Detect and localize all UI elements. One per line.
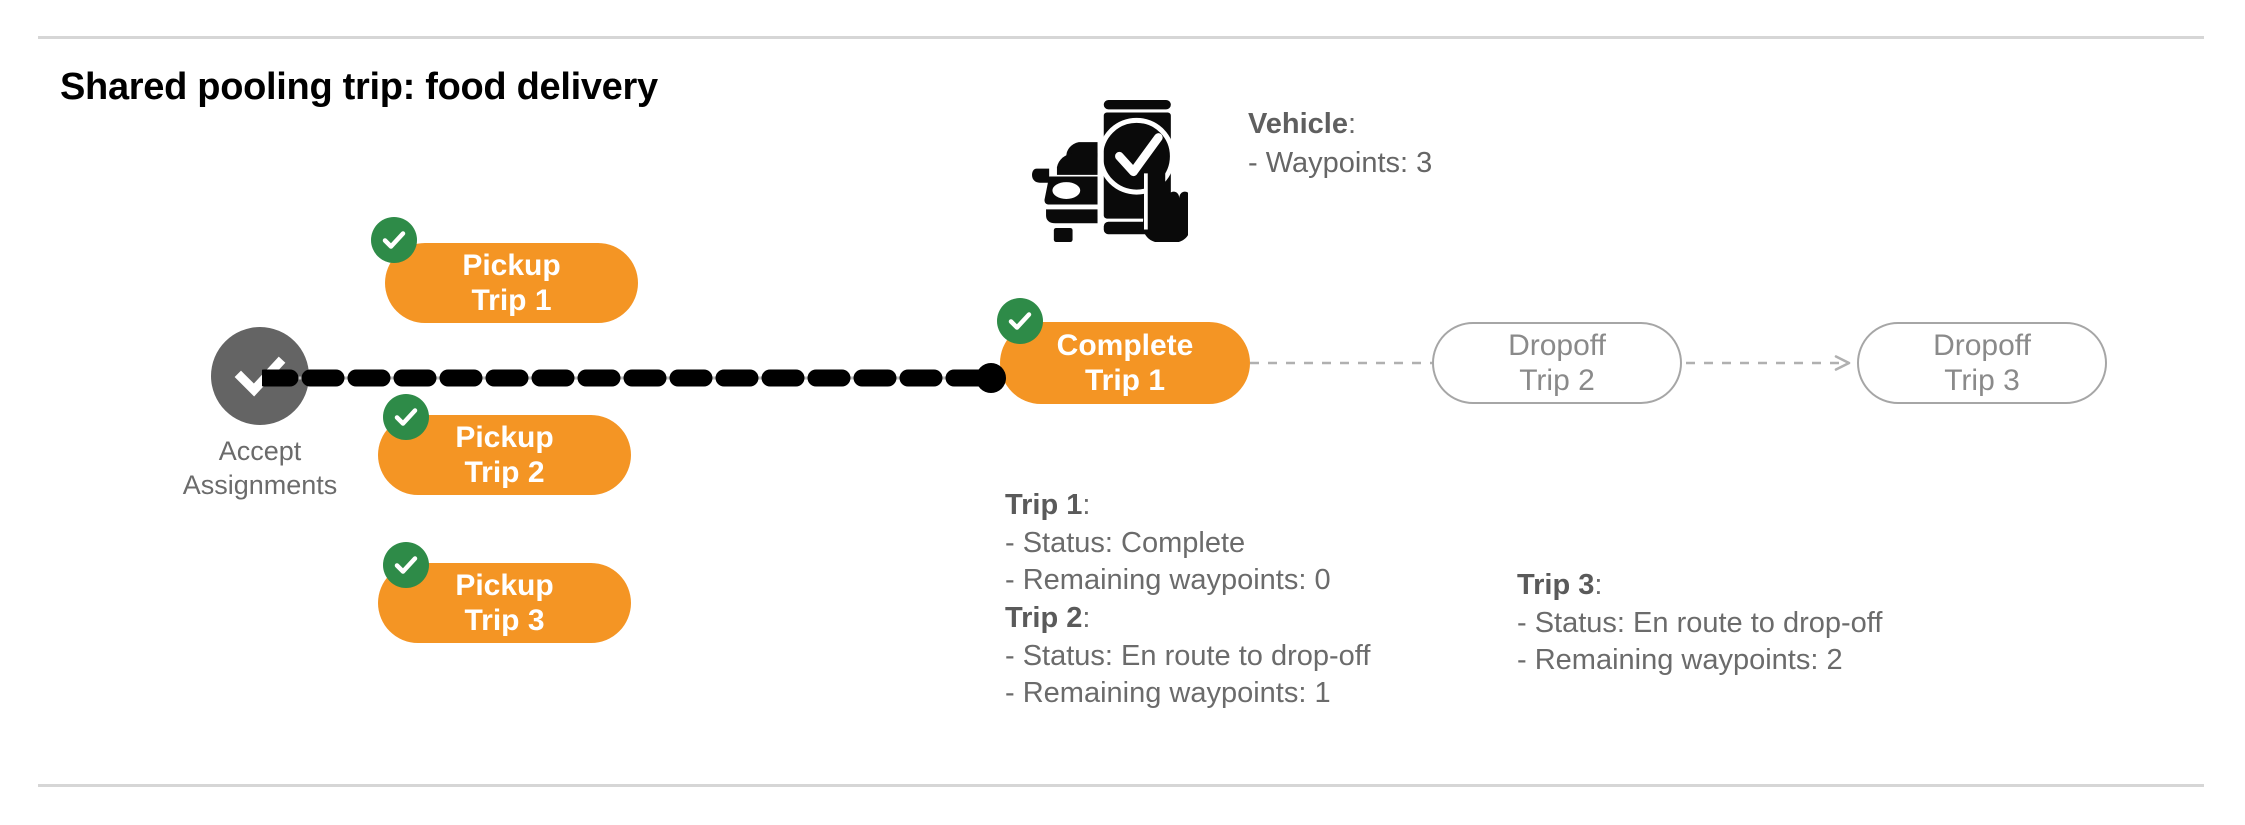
dropoff-trip-3-node[interactable]: Dropoff Trip 3 [1857, 322, 2107, 404]
dashed-trunk-connector [255, 366, 1009, 390]
dropoff-trip-3-line2: Trip 3 [1944, 364, 2020, 397]
pickup-trip-2-line1: Pickup [455, 420, 554, 454]
connector-complete1-to-dropoff2 [1250, 356, 1435, 370]
pickup-trip-3-node[interactable]: Pickup Trip 3 [378, 563, 631, 643]
page-title: Shared pooling trip: food delivery [60, 66, 658, 108]
pickup-trip-3-check-badge-icon [383, 542, 429, 588]
trip-3-heading-row: Trip 3: [1517, 567, 1882, 605]
vehicle-info-block: Vehicle: - Waypoints: 3 [1248, 105, 1432, 183]
pickup-trip-3-line2: Trip 3 [464, 604, 545, 637]
trip-details-right-block: Trip 3: - Status: En route to drop-off -… [1517, 567, 1882, 680]
trip-2-status-line: - Status: En route to drop-off [1005, 639, 1371, 672]
vehicle-heading-row: Vehicle: [1248, 105, 1432, 144]
complete-trip-1-check-badge-icon [997, 298, 1043, 344]
pickup-trip-1-check-badge-icon [371, 217, 417, 263]
dropoff-trip-3-line1: Dropoff [1933, 328, 2031, 362]
trip-1-heading: Trip 1 [1005, 489, 1083, 521]
trip-3-waypoints-line: - Remaining waypoints: 2 [1517, 644, 1843, 677]
trip-1-waypoints-line: - Remaining waypoints: 0 [1005, 564, 1331, 597]
trip-1-heading-row: Trip 1: [1005, 487, 1370, 525]
pickup-trip-3-line1: Pickup [455, 568, 554, 602]
vehicle-waypoints-line: - Waypoints: 3 [1248, 147, 1433, 180]
trip-details-left-block: Trip 1: - Status: Complete - Remaining w… [1005, 487, 1370, 713]
complete-trip-1-line1: Complete [1056, 328, 1194, 362]
pickup-trip-1-node[interactable]: Pickup Trip 1 [385, 243, 638, 323]
top-divider [38, 36, 2204, 39]
trip-3-heading-suffix: : [1594, 569, 1603, 601]
accept-label-line1: Accept [218, 436, 302, 466]
pickup-trip-2-check-badge-icon [383, 394, 429, 440]
car-phone-check-icon [1032, 86, 1191, 243]
trip-1-heading-suffix: : [1082, 489, 1091, 521]
pickup-trip-1-line2: Trip 1 [471, 284, 552, 317]
complete-trip-1-line2: Trip 1 [1084, 364, 1166, 397]
trip-3-heading: Trip 3 [1517, 569, 1595, 601]
trip-3-status-line: - Status: En route to drop-off [1517, 606, 1883, 639]
trip-2-heading-suffix: : [1082, 602, 1091, 635]
trip-2-waypoints-line: - Remaining waypoints: 1 [1005, 677, 1331, 710]
dropoff-trip-2-line1: Dropoff [1508, 328, 1606, 362]
pickup-trip-2-line2: Trip 2 [464, 456, 545, 489]
complete-trip-1-node[interactable]: Complete Trip 1 [1000, 322, 1250, 404]
accept-assignments-node[interactable]: Accept Assignments [160, 327, 360, 503]
pickup-trip-1-line1: Pickup [462, 248, 561, 282]
accept-label-line2: Assignments [182, 469, 338, 500]
dropoff-trip-2-line2: Trip 2 [1519, 364, 1595, 397]
dropoff-trip-2-node[interactable]: Dropoff Trip 2 [1432, 322, 1682, 404]
bottom-divider [38, 784, 2204, 787]
trip-2-heading-row: Trip 2: [1005, 600, 1370, 638]
trip-1-status-line: - Status: Complete [1005, 526, 1246, 559]
connector-dropoff2-to-dropoff3-arrow [1686, 354, 1856, 372]
vehicle-heading: Vehicle [1248, 108, 1348, 140]
accept-assignments-label: Accept Assignments [183, 435, 338, 503]
trip-2-heading: Trip 2 [1005, 602, 1083, 635]
vehicle-heading-suffix: : [1347, 108, 1357, 140]
trunk-endpoint-dot [976, 363, 1006, 393]
